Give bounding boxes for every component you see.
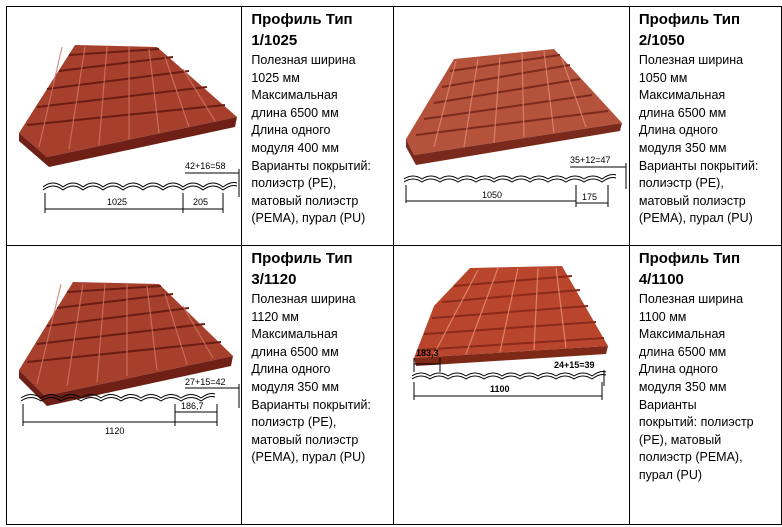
profile-2-section — [404, 163, 627, 207]
profile-3-line: модуля 350 мм — [251, 379, 339, 394]
profile-1-section — [42, 169, 240, 213]
table-row: 1120 186,7 27+15=42 Профиль Тип 3/1120 П… — [5, 245, 782, 525]
profile-1-total-width: 1025 — [107, 197, 127, 207]
profile-1-image-cell: 1025 205 42+16=58 — [5, 6, 243, 246]
profile-3-line: длина 6500 мм — [251, 344, 339, 359]
profile-3-text-cell: Профиль Тип 3/1120 Полезная ширина 1120 … — [241, 245, 395, 525]
profile-4-description: Полезная ширина 1100 мм Максимальная дли… — [639, 291, 781, 485]
profile-1-line: полиэстр (PE), — [251, 176, 337, 191]
profile-3-drawing: 1120 186,7 27+15=42 — [19, 282, 240, 436]
profile-4-line: Длина одного — [638, 362, 718, 377]
profile-1-drawing: 1025 205 42+16=58 — [19, 45, 240, 213]
profile-4-drawing: 183,3 1100 24+15=39 — [412, 266, 609, 400]
profile-4-total-width: 1100 — [490, 384, 510, 394]
profile-2-line: Максимальная — [638, 88, 726, 103]
profile-3-height-dim: 27+15=42 — [185, 377, 226, 387]
profile-1-line: длина 6500 мм — [251, 105, 339, 120]
profile-3-description: Полезная ширина 1120 мм Максимальная дли… — [251, 291, 393, 467]
profile-3-module-width: 186,7 — [181, 401, 204, 411]
profile-2-height-dim: 35+12=47 — [570, 155, 611, 165]
profile-2-description: Полезная ширина 1050 мм Максимальная дли… — [639, 52, 781, 228]
profile-4-line: пурал (PU) — [638, 467, 703, 482]
profile-2-line: (PEMA), пурал (PU) — [638, 211, 753, 226]
profile-2-line: Длина одного — [638, 123, 718, 138]
profile-1-line: Варианты покрытий: — [251, 158, 371, 173]
profile-4-line: Максимальная — [638, 327, 726, 342]
profile-3-line: (PEMA), пурал (PU) — [251, 450, 366, 465]
roof-sheet-3 — [19, 282, 233, 406]
profile-1-text-cell: Профиль Тип 1/1025 Полезная ширина 1025 … — [241, 6, 395, 246]
profile-2-line: матовый полиэстр — [638, 193, 746, 208]
profile-4-line: Полезная ширина — [638, 292, 744, 306]
profile-3-image-cell: 1120 186,7 27+15=42 — [5, 245, 243, 525]
profile-1-line: Длина одного — [251, 123, 331, 138]
profile-4-height-dim: 24+15=39 — [554, 360, 595, 370]
profile-3-line: Длина одного — [251, 362, 331, 377]
profile-4-image-cell: 183,3 1100 24+15=39 — [393, 245, 630, 525]
profile-2-line: Варианты покрытий: — [638, 158, 759, 173]
roof-sheet-4 — [414, 266, 609, 366]
profile-4-section — [412, 358, 607, 400]
profile-4-title: Профиль Тип 4/1100 — [638, 250, 741, 288]
profile-2-title: Профиль Тип 2/1050 — [638, 11, 741, 49]
profile-1-description: Полезная ширина 1025 мм Максимальная дли… — [251, 52, 393, 228]
profile-2-line: модуля 350 мм — [638, 140, 727, 155]
profile-1-line: матовый полиэстр — [251, 193, 359, 208]
profile-2-total-width: 1050 — [482, 190, 502, 200]
profile-4-line: длина 6500 мм — [638, 344, 727, 359]
profile-1-line: Полезная ширина — [251, 53, 356, 67]
profile-1-line: (PEMA), пурал (PU) — [251, 211, 366, 226]
profile-3-line: Варианты покрытий: — [251, 397, 371, 412]
profile-3-section — [20, 384, 240, 426]
profile-2-line: полиэстр (PE), — [638, 176, 724, 191]
profile-2-text-cell: Профиль Тип 2/1050 Полезная ширина 1050 … — [628, 6, 782, 246]
roof-sheet-2 — [406, 49, 623, 165]
profile-4-text-cell: Профиль Тип 4/1100 Полезная ширина 1100 … — [628, 245, 782, 525]
profile-4-line: полиэстр (PEMA), — [638, 450, 743, 465]
profile-1-line: модуля 400 мм — [251, 140, 339, 155]
profile-3-line: Полезная ширина — [251, 292, 356, 306]
profile-4-line: 1100 мм — [638, 309, 687, 324]
profile-3-line: полиэстр (PE), — [251, 415, 337, 430]
profile-1-line: Максимальная — [251, 88, 338, 103]
table-row: 1025 205 42+16=58 Профиль Тип 1/1025 Пол… — [5, 6, 782, 246]
profile-3-line: 1120 мм — [251, 309, 299, 324]
profile-3-line: матовый полиэстр — [251, 432, 359, 447]
roof-sheet-1 — [19, 45, 237, 167]
profile-2-image-cell: 1050 175 35+12=47 — [393, 6, 630, 246]
profile-4-line: покрытий: полиэстр — [638, 415, 754, 430]
profile-2-line: длина 6500 мм — [638, 105, 727, 120]
profile-4-line: модуля 350 мм — [638, 379, 727, 394]
profile-3-total-width: 1120 — [105, 426, 124, 436]
profile-2-module-width: 175 — [582, 192, 597, 202]
profile-1-title: Профиль Тип 1/1025 — [251, 11, 353, 49]
profile-4-line: (PE), матовый — [638, 432, 722, 447]
profile-2-line: Полезная ширина — [638, 53, 744, 67]
profile-2-line: 1050 мм — [638, 70, 688, 85]
profile-4-module-width: 183,3 — [416, 348, 439, 358]
profile-4-line: Варианты — [638, 397, 697, 412]
profile-2-drawing: 1050 175 35+12=47 — [404, 49, 627, 207]
profile-1-line: 1025 мм — [251, 70, 300, 85]
profile-3-line: Максимальная — [251, 327, 338, 342]
profile-1-module-width: 205 — [193, 197, 208, 207]
profile-3-title: Профиль Тип 3/1120 — [251, 250, 353, 288]
profile-1-height-dim: 42+16=58 — [185, 161, 226, 171]
profile-table: 1025 205 42+16=58 Профиль Тип 1/1025 Пол… — [5, 6, 782, 525]
